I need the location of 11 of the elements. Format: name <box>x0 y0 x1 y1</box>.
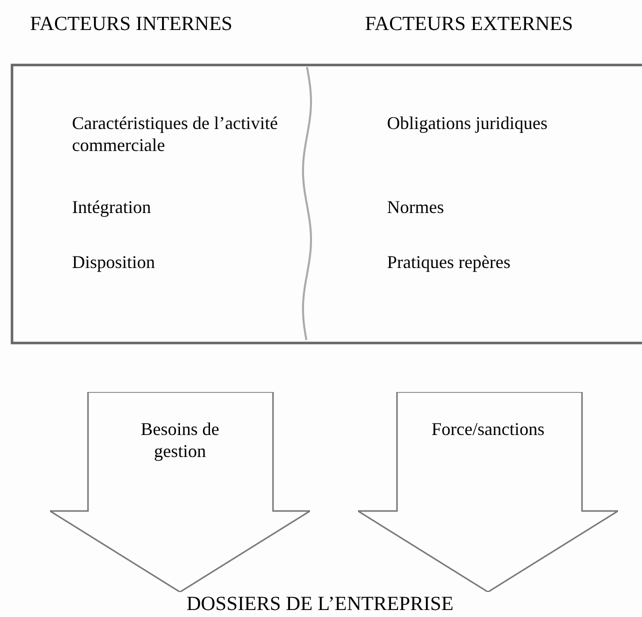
heading: FACTEURS EXTERNES <box>365 12 573 36</box>
factor-label: Caractéristiques de l’activité commerciale <box>72 113 279 156</box>
factor-label: Normes <box>387 197 444 219</box>
factor-label: Obligations juridiques <box>387 113 548 135</box>
heading: FACTEURS INTERNES <box>30 12 232 36</box>
factor-label: Disposition <box>72 252 156 274</box>
heading: DOSSIERS DE L’ENTREPRISE <box>185 592 455 616</box>
factor-label: Intégration <box>72 197 151 219</box>
factor-label: Besoins de gestion <box>140 419 220 462</box>
factor-label: Pratiques repères <box>387 252 510 274</box>
factor-label: Force/sanctions <box>430 419 546 441</box>
